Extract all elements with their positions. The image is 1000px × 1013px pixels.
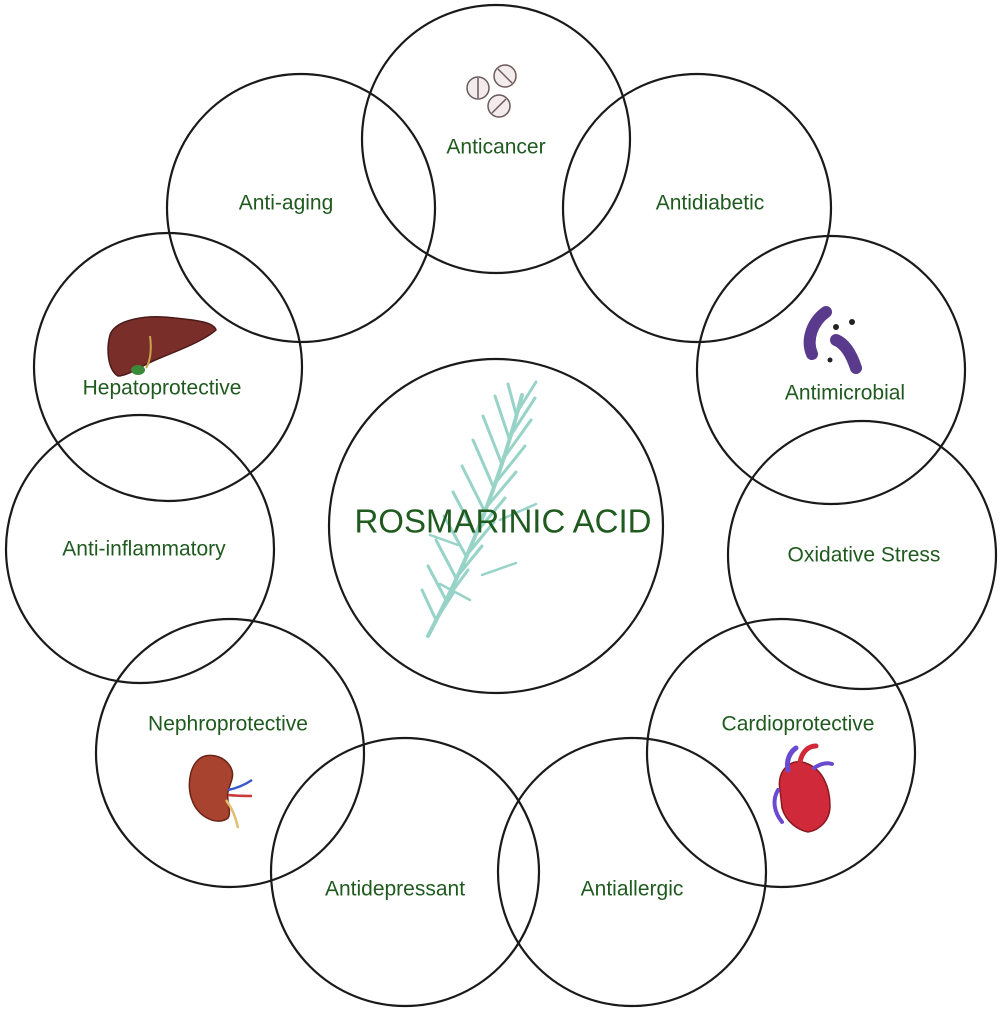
circle-antidiabetic [561,72,833,344]
circle-oxidative-stress [726,419,998,691]
label-anti-inflammatory: Anti-inflammatory [62,538,226,561]
label-hepatoprotective: Hepatoprotective [83,377,242,400]
circle-cardioprotective [645,617,917,889]
circle-center [327,357,665,695]
circle-hepatoprotective [32,231,304,503]
kidney-icon [188,754,253,829]
circle-nephroprotective [94,617,366,889]
circle-anti-inflammatory [4,413,276,685]
circle-antidepressant [269,736,541,1008]
label-antiallergic: Antiallergic [581,878,684,901]
label-anticancer: Anticancer [446,136,545,159]
label-antidepressant: Antidepressant [325,878,465,901]
label-anti-aging: Anti-aging [239,192,334,215]
rosemary-sprig-icon [420,380,538,638]
activity-labels: Anticancer Antidiabetic Antimicrobial Ox… [62,136,940,901]
label-nephroprotective: Nephroprotective [148,713,308,736]
circle-anti-aging [165,72,437,344]
pills-icon [466,64,517,118]
label-antimicrobial: Antimicrobial [785,382,905,405]
circle-anticancer [360,3,632,275]
heart-icon [772,743,834,833]
center-label: ROSMARINIC ACID [354,503,651,540]
label-oxidative-stress: Oxidative Stress [788,544,941,567]
label-antidiabetic: Antidiabetic [656,192,765,215]
circle-antimicrobial [695,234,967,506]
label-cardioprotective: Cardioprotective [722,713,875,736]
bacteria-icon [803,306,862,374]
circle-antiallergic [496,736,768,1008]
liver-icon [107,316,217,377]
activity-circles [4,3,998,1008]
